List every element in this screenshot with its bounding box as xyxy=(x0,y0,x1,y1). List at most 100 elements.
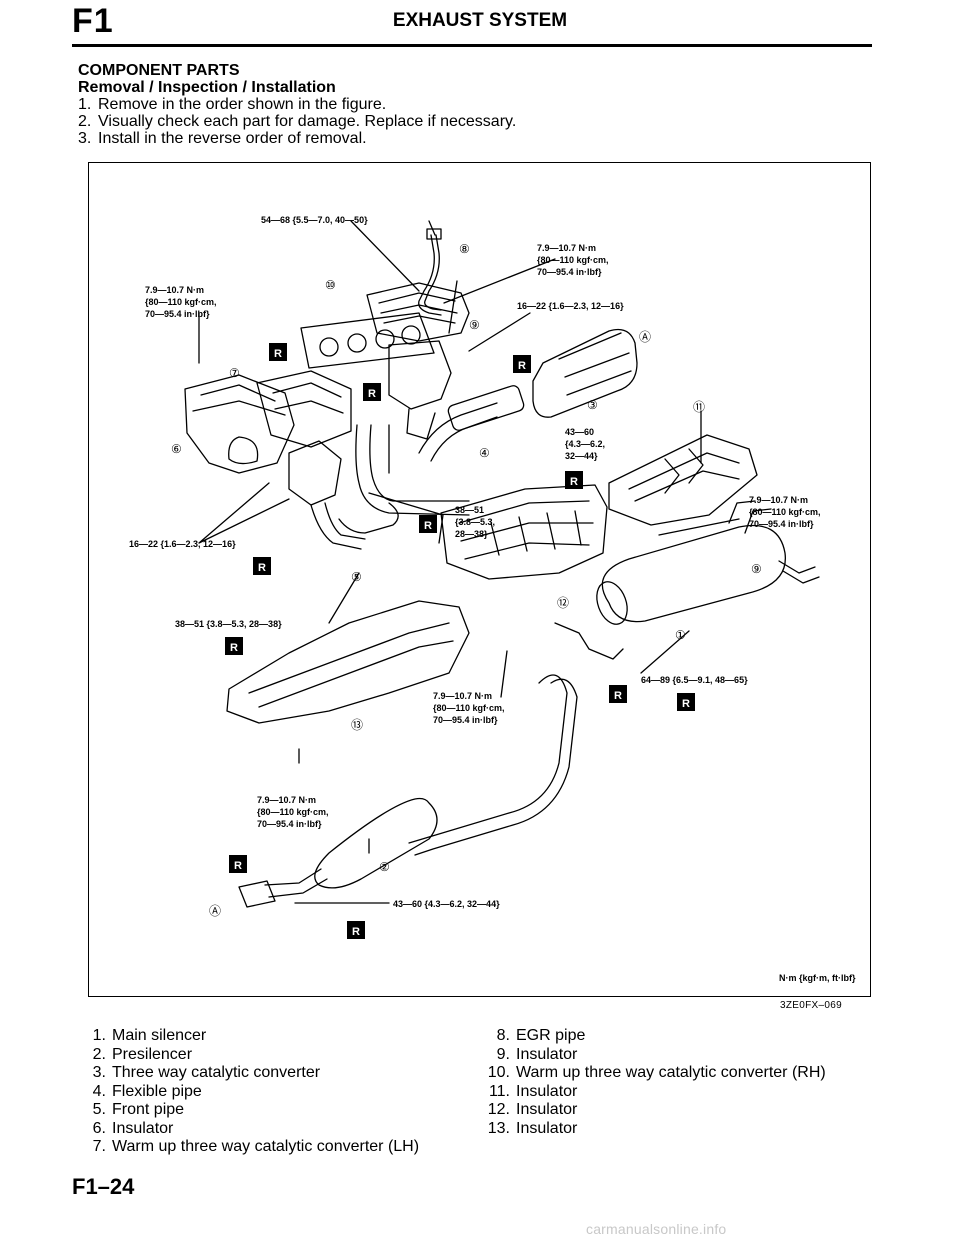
header-rule xyxy=(72,44,872,47)
torque-label: 70—95.4 in·lbf} xyxy=(749,519,814,529)
callout-7: ⑦ xyxy=(229,366,240,380)
front-pipe xyxy=(355,424,470,516)
torque-label: 32—44} xyxy=(565,451,598,461)
diagram-svg: R R R R R R R R R R R 54—68 {5.5—7.0, 40… xyxy=(129,215,856,983)
lh-converter xyxy=(288,440,342,506)
torque-label: 7.9—10.7 N·m xyxy=(749,495,808,505)
torque-label: 16—22 {1.6—2.3, 12—16} xyxy=(517,301,624,311)
list-item: 6.Insulator xyxy=(92,1119,174,1137)
presilencer xyxy=(314,797,438,889)
svg-text:R: R xyxy=(570,476,578,488)
torque-label: 43—60 xyxy=(565,427,594,437)
torque-label: {80—110 kgf·cm, xyxy=(537,255,609,265)
callout-5: ⑤ xyxy=(351,570,362,584)
torque-label: 28—38} xyxy=(455,529,488,539)
list-item: 11.Insulator xyxy=(488,1082,578,1100)
list-item: 10.Warm up three way catalytic converter… xyxy=(487,1064,826,1081)
svg-text:R: R xyxy=(518,360,526,372)
svg-text:R: R xyxy=(682,698,690,710)
svg-text:R: R xyxy=(424,520,432,532)
page-title: EXHAUST SYSTEM xyxy=(392,10,568,31)
part-callouts: ① ② ③ ④ ⑤ ⑥ ⑦ ⑧ ⑨ ⑩ ⑪ ⑫ ⑬ Ⓐ Ⓐ ⑨ xyxy=(171,242,762,918)
step-item: 3.Install in the reverse order of remova… xyxy=(78,130,367,147)
procedure-steps: 1.Remove in the order shown in the figur… xyxy=(78,96,878,147)
watermark-link[interactable]: carmanualsonline.info xyxy=(586,1221,727,1237)
svg-text:R: R xyxy=(614,690,622,702)
torque-label: 7.9—10.7 N·m xyxy=(537,243,596,253)
svg-text:R: R xyxy=(258,562,266,574)
lh-heat-shield xyxy=(256,370,352,448)
callout-a-top: Ⓐ xyxy=(639,330,651,344)
list-item: 1.Main silencer xyxy=(92,1027,207,1044)
egr-pipe xyxy=(418,234,442,316)
center-pipe xyxy=(408,674,568,844)
units-note: N·m {kgf·m, ft·lbf} xyxy=(779,973,856,983)
torque-label: 38—51 {3.8—5.3, 28—38} xyxy=(175,619,282,629)
torque-label: {80—110 kgf·cm, xyxy=(257,807,329,817)
rh-warmup-converter xyxy=(366,282,470,342)
callout-8: ⑧ xyxy=(459,242,470,256)
replace-badge: R xyxy=(225,637,243,655)
insulator-12 xyxy=(440,484,608,580)
torque-label: 7.9—10.7 N·m xyxy=(433,691,492,701)
list-item: 5.Front pipe xyxy=(92,1101,185,1118)
torque-label: 7.9—10.7 N·m xyxy=(257,795,316,805)
figure-code: 3ZE0FX–069 xyxy=(780,1000,842,1011)
intro-block: COMPONENT PARTS Removal / Inspection / I… xyxy=(78,62,878,147)
callout-10: ⑩ xyxy=(325,278,336,292)
replace-badge: R xyxy=(513,355,531,373)
callout-13: ⑬ xyxy=(351,718,363,732)
list-item: 3.Three way catalytic converter xyxy=(92,1064,321,1081)
component-parts-heading: COMPONENT PARTS xyxy=(78,62,240,79)
list-item: 12.Insulator xyxy=(487,1101,578,1118)
callout-1: ① xyxy=(675,628,686,642)
replace-badge: R xyxy=(363,383,381,401)
step-item: 2.Visually check each part for damage. R… xyxy=(78,113,517,130)
replace-badge: R xyxy=(565,471,583,489)
svg-text:R: R xyxy=(274,348,282,360)
svg-text:R: R xyxy=(368,388,376,400)
lh-manifold xyxy=(184,374,295,474)
torque-label: 7.9—10.7 N·m xyxy=(145,285,204,295)
callout-2: ② xyxy=(379,860,390,874)
torque-label: 16—22 {1.6—2.3, 12—16} xyxy=(129,539,236,549)
replace-badge: R xyxy=(609,685,627,703)
list-item: 2.Presilencer xyxy=(92,1045,193,1063)
torque-label: {80—110 kgf·cm, xyxy=(749,507,821,517)
torque-label: {3.8—5.3, xyxy=(455,517,495,527)
torque-label: 70—95.4 in·lbf} xyxy=(537,267,602,277)
main-silencer xyxy=(601,524,786,623)
list-item: 13.Insulator xyxy=(487,1119,578,1137)
page-number: F1–24 xyxy=(72,1174,135,1199)
insulator-11 xyxy=(608,434,758,526)
torque-label: 70—95.4 in·lbf} xyxy=(433,715,498,725)
callout-9: ⑨ xyxy=(469,318,480,332)
torque-labels: 54—68 {5.5—7.0, 40—50} 7.9—10.7 N·m {80—… xyxy=(129,215,856,983)
callout-9-tail: ⑨ xyxy=(751,562,762,576)
exhaust-exploded-diagram: R R R R R R R R R R R 54—68 {5.5—7.0, 40… xyxy=(88,162,871,997)
three-way-converter xyxy=(532,328,638,418)
callout-11: ⑪ xyxy=(693,400,705,414)
step-item: 1.Remove in the order shown in the figur… xyxy=(78,96,387,113)
section-code: F1 xyxy=(72,2,114,40)
callout-4: ④ xyxy=(479,446,490,460)
replace-badge: R xyxy=(347,921,365,939)
list-item: 4.Flexible pipe xyxy=(92,1082,202,1100)
replace-badge: R xyxy=(419,515,437,533)
flexible-pipe xyxy=(418,402,498,454)
manifold-gasket xyxy=(300,312,435,369)
parts-list-left: 1.Main silencer 2.Presilencer 3.Three wa… xyxy=(78,1027,419,1157)
list-item: 9.Insulator xyxy=(496,1045,578,1063)
torque-label: {80—110 kgf·cm, xyxy=(145,297,217,307)
torque-label: {80—110 kgf·cm, xyxy=(433,703,505,713)
list-item: 8.EGR pipe xyxy=(496,1027,586,1044)
torque-label: 70—95.4 in·lbf} xyxy=(145,309,210,319)
torque-label: 43—60 {4.3—6.2, 32—44} xyxy=(393,899,500,909)
replace-badge: R xyxy=(229,855,247,873)
parts-list-right: 8.EGR pipe 9.Insulator 10.Warm up three … xyxy=(482,1027,826,1138)
svg-text:R: R xyxy=(234,860,242,872)
replace-badges: R R R R R R R R R R R xyxy=(225,343,695,939)
list-item: 7.Warm up three way catalytic converter … xyxy=(92,1138,420,1155)
callout-6: ⑥ xyxy=(171,442,182,456)
